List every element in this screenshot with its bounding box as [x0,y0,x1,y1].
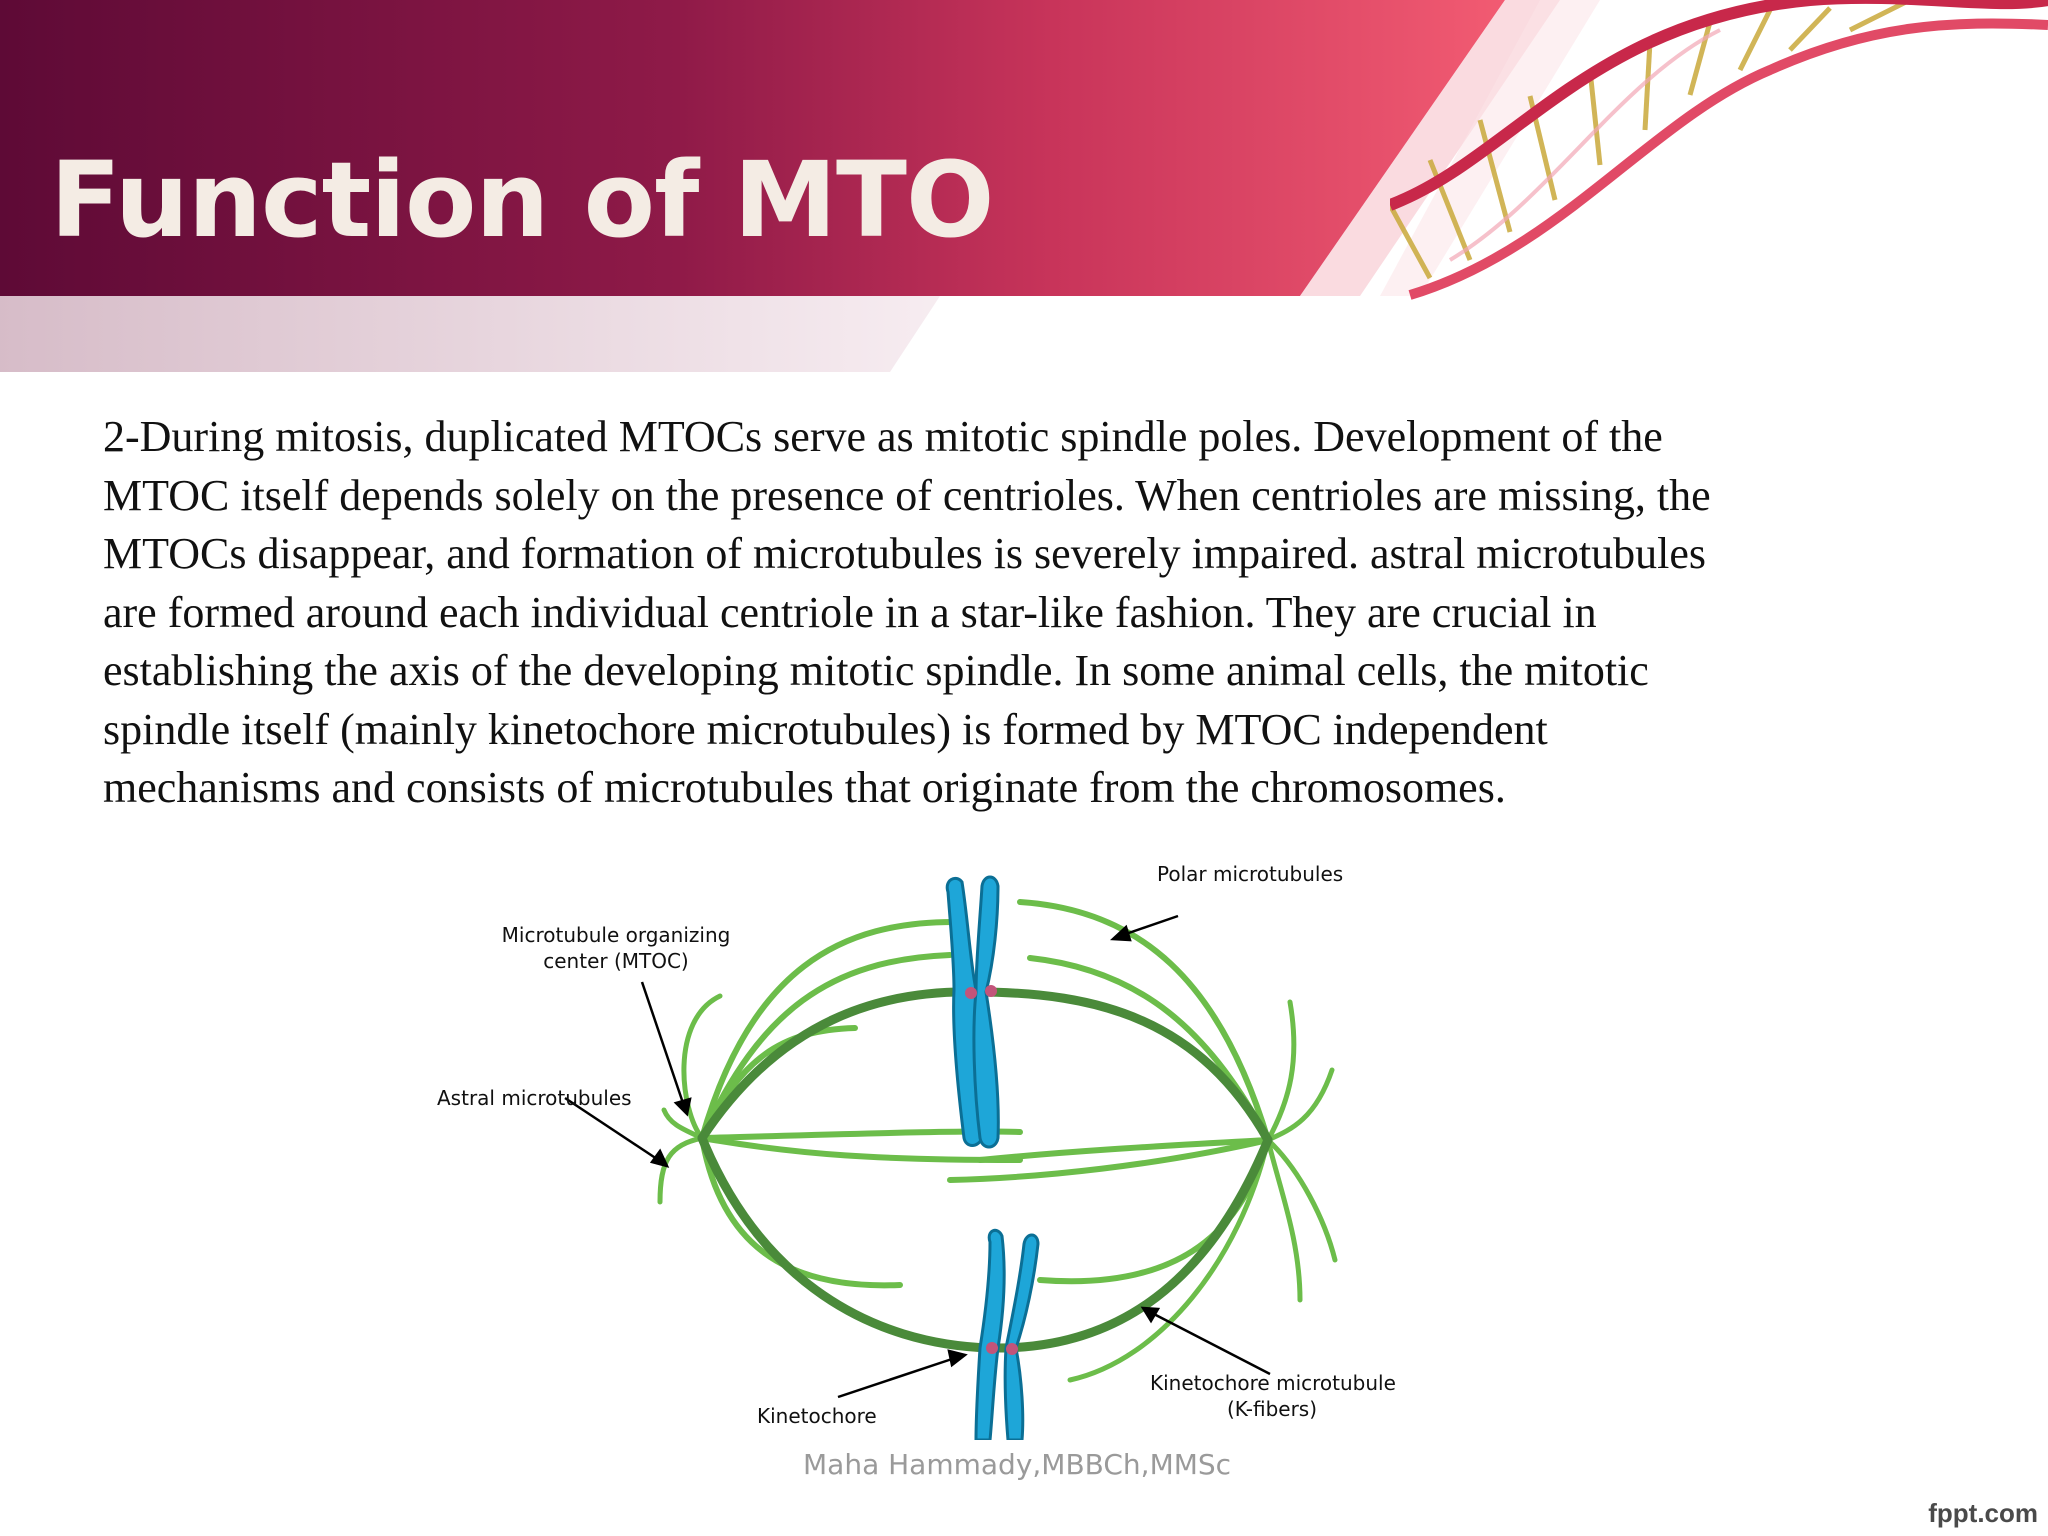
author-footer: Maha Hammady,MBBCh,MMSc [803,1448,1232,1481]
chromosome-top [945,875,1000,1149]
slide-title: Function of MTO [50,139,994,261]
label-kinetochore: Kinetochore [757,1404,877,1428]
label-mtoc-line1: Microtubule organizing [502,923,731,947]
label-k-fibers: (K-fibers) [1227,1397,1317,1421]
chromosome-bottom [974,1228,1040,1440]
fppt-watermark: fppt.com [1928,1498,2038,1528]
body-paragraph: 2-During mitosis, duplicated MTOCs serve… [103,412,1711,812]
label-astral-microtubules: Astral microtubules [437,1086,632,1110]
label-polar-microtubules: Polar microtubules [1157,862,1343,886]
mitotic-spindle-diagram: Polar microtubules Microtubule organizin… [437,862,1396,1440]
dna-helix-image [1390,0,2048,300]
label-kinetochore-microtubule: Kinetochore microtubule [1150,1371,1396,1395]
astral-microtubules [657,993,1338,1383]
label-mtoc-line2: center (MTOC) [543,949,689,973]
